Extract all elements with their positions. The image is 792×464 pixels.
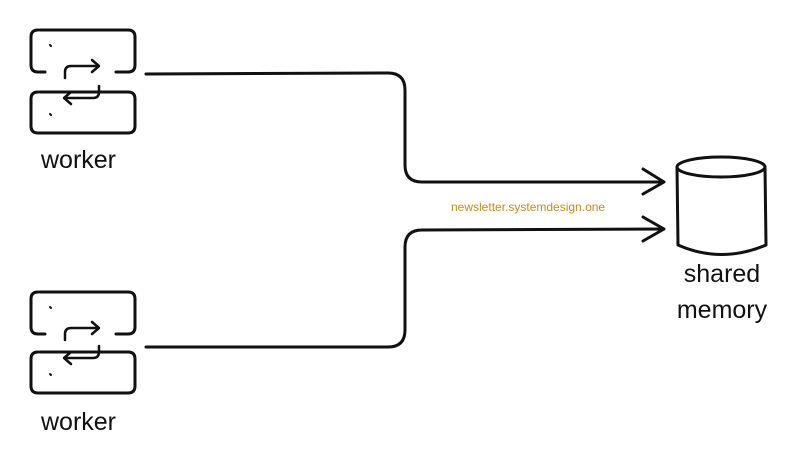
shared-memory-label-line1: shared bbox=[683, 260, 761, 288]
worker-1-icon bbox=[29, 28, 137, 135]
worker-1-label: worker bbox=[41, 146, 117, 174]
watermark-text: newsletter.systemdesign.one bbox=[451, 200, 606, 214]
worker-2-label: worker bbox=[41, 408, 117, 436]
shared-memory-label-line2: memory bbox=[676, 296, 768, 324]
worker-2-icon bbox=[29, 290, 137, 395]
connector-arrow-2 bbox=[144, 215, 666, 349]
connector-arrow-1 bbox=[144, 71, 666, 196]
sync-arrows-icon bbox=[62, 58, 101, 106]
sync-arrows-icon bbox=[62, 320, 101, 366]
database-cylinder-icon bbox=[675, 155, 768, 256]
